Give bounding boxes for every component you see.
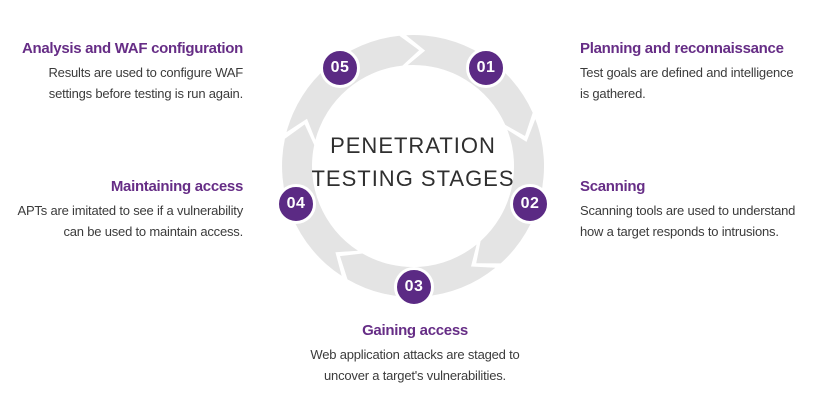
stage-badge-04: 04 — [276, 184, 316, 224]
stage-text-03: Gaining access Web application attacks a… — [255, 322, 575, 386]
stage-number: 03 — [404, 278, 424, 295]
cycle-arrow-segment — [286, 35, 420, 140]
cycle-arrow-segment — [476, 119, 545, 264]
stage-badge-01: 01 — [466, 48, 506, 88]
stage-heading-05: Analysis and WAF configuration — [21, 40, 243, 57]
stage-number: 04 — [286, 195, 306, 212]
stage-badge-05: 05 — [320, 48, 360, 88]
cycle-arrow-segment — [406, 35, 533, 136]
stage-text-05: Analysis and WAF configuration Results a… — [0, 40, 243, 104]
stage-body-04: APTs are imitated to see if a vulnerabil… — [0, 200, 243, 242]
stage-body-line: Web application attacks are staged to — [310, 347, 520, 362]
stage-body-line: Test goals are defined and intelligence — [580, 65, 794, 80]
stage-body-line: settings before testing is run again. — [48, 86, 243, 101]
stage-body-line: Scanning tools are used to understand — [580, 203, 796, 218]
diagram-title-line2: TESTING STAGES — [311, 166, 515, 191]
stage-body-line: uncover a target's vulnerabilities. — [324, 368, 506, 383]
stage-heading-02: Scanning — [580, 178, 646, 195]
stage-body-line: how a target responds to intrusions. — [580, 224, 779, 239]
stage-heading-01: Planning and reconnaissance — [580, 40, 784, 57]
stage-body-03: Web application attacks are staged to un… — [255, 344, 575, 386]
stage-body-05: Results are used to configure WAF settin… — [0, 62, 243, 104]
stage-number: 01 — [476, 59, 496, 76]
stage-badge-02: 02 — [510, 184, 550, 224]
stage-body-line: can be used to maintain access. — [63, 224, 243, 239]
stage-badge-03: 03 — [394, 267, 434, 307]
stage-heading-03: Gaining access — [362, 322, 468, 339]
diagram-title-line1: PENETRATION — [330, 133, 496, 158]
stage-body-01: Test goals are defined and intelligence … — [580, 62, 820, 104]
cycle-arrow-segment — [282, 124, 358, 276]
stage-body-line: is gathered. — [580, 86, 646, 101]
stage-heading-04: Maintaining access — [110, 178, 243, 195]
stage-text-04: Maintaining access APTs are imitated to … — [0, 178, 243, 242]
stage-body-line: Results are used to configure WAF — [48, 65, 243, 80]
stage-number: 05 — [330, 59, 350, 76]
stage-text-02: Scanning Scanning tools are used to unde… — [580, 178, 820, 242]
diagram-title: PENETRATION TESTING STAGES — [263, 129, 563, 195]
stage-body-02: Scanning tools are used to understand ho… — [580, 200, 820, 242]
stage-text-01: Planning and reconnaissance Test goals a… — [580, 40, 820, 104]
stage-number: 02 — [520, 195, 540, 212]
stage-body-line: APTs are imitated to see if a vulnerabil… — [17, 203, 243, 218]
